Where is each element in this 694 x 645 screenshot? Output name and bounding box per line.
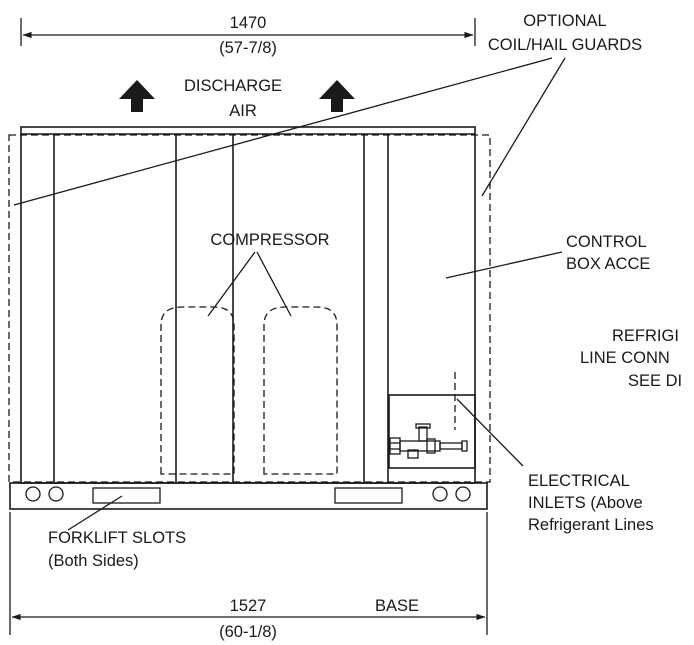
lift-hole-2: [48, 486, 64, 502]
service-panel-outline: [388, 394, 476, 469]
control-box-label-line2: BOX ACCE: [566, 255, 650, 273]
refrigerant-callout: REFRIGI LINE CONN SEE DI: [580, 327, 682, 390]
compressor-right: [263, 306, 338, 475]
base-dim-value: 1527: [230, 597, 267, 615]
forklift-label-line2: (Both Sides): [48, 552, 139, 570]
service-valve-panel: [388, 372, 476, 469]
base-dimension: 1527 (60-1/8) BASE: [9, 512, 488, 641]
compressor-leader-right: [256, 251, 292, 317]
discharge-label-line2: AIR: [229, 102, 257, 120]
refrigerant-label-line2: LINE CONN: [580, 349, 670, 367]
coil-guards-label-line2: COIL/HAIL GUARDS: [488, 36, 642, 54]
compressor-left: [160, 306, 235, 475]
refrigerant-label-line1: REFRIGI: [612, 327, 679, 345]
discharge-arrow-left-icon: [119, 80, 155, 112]
electrical-label-line2: INLETS (Above: [528, 494, 643, 512]
service-valve-icon: [389, 423, 468, 459]
forklift-slot-left: [92, 487, 161, 504]
coil-guards-leader-right: [481, 57, 566, 197]
unit-cabinet: [8, 126, 491, 484]
electrical-label-line3: Refrigerant Lines: [528, 516, 654, 534]
top-dim-value-inches: (57-7/8): [219, 39, 277, 57]
control-box-label-line1: CONTROL: [566, 233, 647, 251]
electrical-inlets-callout: ELECTRICAL INLETS (Above Refrigerant Lin…: [456, 398, 654, 534]
control-box-leader: [445, 251, 563, 279]
base-rail: [9, 482, 488, 510]
coil-guards-callout: OPTIONAL COIL/HAIL GUARDS: [13, 12, 642, 206]
compressors: COMPRESSOR: [160, 231, 338, 475]
forklift-slot-right: [334, 487, 403, 504]
forklift-leader: [67, 495, 123, 531]
electrical-label-line1: ELECTRICAL: [528, 472, 630, 490]
cabinet-outline: [20, 126, 476, 484]
compressor-label: COMPRESSOR: [210, 231, 329, 249]
forklift-callout: FORKLIFT SLOTS (Both Sides): [48, 495, 186, 570]
coil-guards-leader-left: [13, 57, 553, 206]
lift-hole-4: [455, 486, 471, 502]
electrical-leader: [456, 398, 524, 467]
discharge-arrow-right-icon: [319, 80, 355, 112]
compressor-leader-left: [207, 251, 256, 317]
discharge-air: DISCHARGE AIR: [119, 77, 355, 120]
top-dimension: 1470 (57-7/8): [20, 14, 476, 57]
top-dim-value: 1470: [230, 14, 267, 32]
control-box-callout: CONTROL BOX ACCE: [445, 233, 650, 279]
refrigerant-label-line3: SEE DI: [628, 372, 682, 390]
forklift-label-line1: FORKLIFT SLOTS: [48, 529, 186, 547]
lift-hole-3: [432, 486, 448, 502]
base-dim-value-inches: (60-1/8): [219, 623, 277, 641]
base-rail-outline: [9, 482, 488, 510]
discharge-label-line1: DISCHARGE: [184, 77, 282, 95]
coil-guards-label-line1: OPTIONAL: [523, 12, 606, 30]
coil-guard-outline: [8, 134, 491, 483]
lift-hole-1: [25, 486, 41, 502]
base-label: BASE: [375, 597, 419, 615]
